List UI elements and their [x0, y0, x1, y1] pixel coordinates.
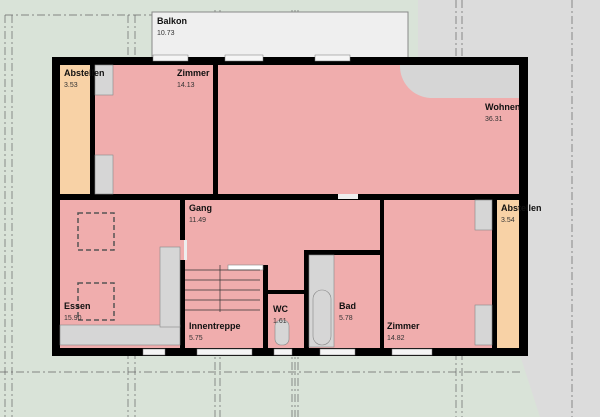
room-label: Gang	[189, 203, 212, 213]
windows	[142, 54, 433, 356]
room-area: 10.73	[157, 30, 175, 37]
room-area: 5.78	[339, 315, 353, 322]
stairs	[185, 265, 260, 312]
room-area: 3.53	[64, 82, 78, 89]
room-label: Abstellen	[501, 203, 542, 213]
skylights	[77, 212, 115, 321]
fixtures	[59, 64, 493, 348]
room-area: 15.90	[64, 315, 82, 322]
inner-walls	[180, 200, 497, 350]
room-label: Essen	[64, 301, 91, 311]
room-zimmer-top	[95, 65, 213, 194]
room-label: Bad	[339, 301, 356, 311]
stair-landing	[399, 65, 519, 98]
room-abstellen-left	[60, 65, 90, 194]
room-label: Innentreppe	[189, 321, 241, 331]
balcony	[151, 11, 409, 59]
room-area: 14.82	[387, 335, 405, 342]
room-area: 36.31	[485, 116, 503, 123]
room-label: Abstellen	[64, 68, 105, 78]
room-area: 3.54	[501, 217, 515, 224]
room-abstellen-right	[497, 200, 519, 348]
room-area: 11.49	[189, 217, 206, 224]
door-wohnen[interactable]	[338, 194, 358, 199]
room-label: Zimmer	[177, 68, 210, 78]
room-area: 1.61	[273, 318, 287, 325]
room-area: 14.13	[177, 82, 195, 89]
room-label: WC	[273, 304, 288, 314]
room-label: Zimmer	[387, 321, 420, 331]
room-label: Wohnen	[485, 102, 520, 112]
room-label: Balkon	[157, 16, 187, 26]
room-area: 5.75	[189, 335, 203, 342]
